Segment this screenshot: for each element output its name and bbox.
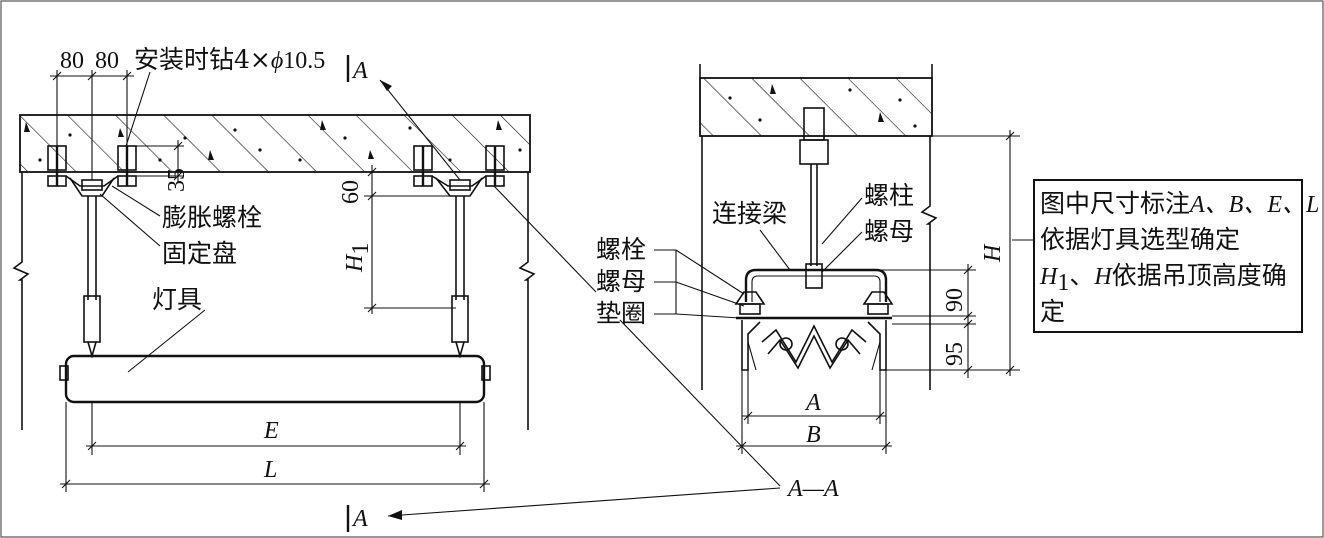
label-bolt: 螺栓: [596, 235, 646, 264]
leader-stud-nut: [821, 231, 863, 273]
note-frame: [1033, 179, 1303, 333]
aggregate-left: [24, 120, 522, 162]
drill-leader: [125, 71, 151, 147]
label-nut: 螺母: [596, 267, 646, 296]
dim-80a-text: 80: [60, 48, 84, 74]
dim-E: [86, 402, 466, 455]
aggregate-right: [728, 84, 917, 128]
slab-hatch-left: [20, 115, 530, 172]
dim-60-h1: [364, 165, 456, 314]
dim-L: [60, 402, 490, 492]
dim-95-text: 95: [942, 342, 968, 366]
wall-right: [518, 172, 536, 430]
connecting-beam: [744, 268, 888, 302]
dim-A-text: A: [804, 390, 821, 416]
leader-stud: [821, 197, 863, 245]
dim-B-text: B: [806, 422, 821, 448]
dim-H: [930, 130, 1020, 376]
section-arrow-bottom: [388, 510, 402, 520]
wall-left: [12, 172, 30, 430]
note-line4: 定: [1040, 297, 1065, 326]
right-view: 90 95 H A B 连接梁 螺柱 螺母: [596, 64, 1020, 502]
anchor-group-left: [47, 145, 137, 197]
note-line3: H1、H依据吊顶高度确: [1039, 261, 1287, 296]
dim-90-text: 90: [942, 288, 968, 312]
leader-aa: [619, 319, 781, 487]
section-title: A—A: [786, 476, 839, 502]
label-stud-nut: 螺母: [864, 217, 914, 246]
label-stud: 螺柱: [864, 181, 914, 210]
leader-to-right: [493, 185, 597, 293]
label-fixing-plate: 固定盘: [162, 239, 237, 268]
hanger-rods: [83, 196, 469, 359]
note-box: 图中尺寸标注A、B、E、L 依据灯具选型确定 H1、H依据吊顶高度确 定: [1012, 179, 1319, 333]
drill-note: 安装时钻4×ϕ10.5: [134, 45, 325, 74]
bracket-leaders: [654, 249, 745, 319]
section-mark-bottom: A: [351, 506, 368, 532]
section-leader-bottom: [387, 487, 781, 517]
dim-35: [136, 140, 184, 182]
note-line1: 图中尺寸标注A、B、E、L: [1040, 189, 1319, 218]
dim-A-B: [736, 370, 892, 454]
dim-h1-text: H1: [342, 243, 374, 273]
label-lamp: 灯具: [152, 285, 202, 314]
dim-80b-text: 80: [95, 48, 119, 74]
dim-35-text: 35: [164, 168, 190, 192]
dim-60-text: 60: [338, 180, 364, 204]
label-expansion-bolt: 膨胀螺栓: [162, 203, 262, 232]
leader-fixing-plate: [99, 193, 161, 247]
bolts-nuts: [734, 291, 894, 320]
dim-90-95: [822, 264, 1020, 378]
connecting-beam-inner: [751, 275, 881, 302]
leader-lamp: [127, 309, 206, 373]
lamp-body: [59, 354, 491, 404]
section-mark-top: A: [351, 58, 368, 84]
note-line2: 依据灯具选型确定: [1040, 225, 1240, 254]
anchor-group-right: [413, 145, 505, 197]
section-arrow-top: [380, 80, 392, 91]
stud-assembly: [799, 107, 829, 289]
dim-L-text: L: [263, 457, 277, 483]
slab-hatch-right: [700, 78, 932, 136]
leader-expansion-bolt: [111, 185, 161, 217]
lamp-section: [741, 320, 887, 371]
section-leader-top: [379, 79, 461, 181]
leader-connecting-beam: [759, 229, 791, 271]
dim-E-text: E: [263, 418, 279, 444]
label-washer: 垫圈: [596, 299, 646, 328]
dim-H-text: H: [980, 243, 1006, 263]
label-connecting-beam: 连接梁: [712, 199, 787, 228]
left-view: 80 80 安装时钻4×ϕ10.5 A 35 60 H1: [12, 45, 781, 532]
wall-a-right: [920, 136, 938, 390]
dim-80-80: [50, 70, 134, 180]
